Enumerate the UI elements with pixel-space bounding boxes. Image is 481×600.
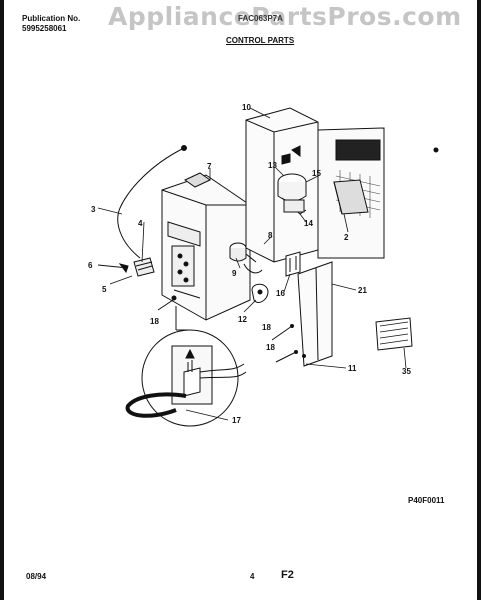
footer-date: 08/94	[26, 572, 47, 581]
callout-7: 7	[207, 162, 212, 171]
publication-block: Publication No. 5995258061	[22, 14, 80, 34]
detail-inset	[125, 306, 247, 427]
publication-number: 5995258061	[22, 24, 67, 33]
watermark: AppliancePartsPros.com	[108, 2, 462, 31]
callout-18c: 18	[266, 343, 275, 352]
callout-18a: 18	[150, 317, 159, 326]
callout-16: 16	[276, 289, 285, 298]
cam-part	[251, 283, 269, 303]
footer-code: F2	[281, 569, 294, 581]
section-title: CONTROL PARTS	[226, 36, 295, 45]
callout-2: 2	[344, 233, 349, 242]
right-border	[477, 0, 481, 600]
callout-15: 15	[312, 169, 321, 178]
callout-17: 17	[232, 416, 241, 425]
small-bracket	[285, 251, 301, 277]
callout-11: 11	[348, 364, 357, 373]
model-number: FAC063P7A	[238, 14, 283, 23]
callout-4: 4	[138, 219, 143, 228]
callout-18b: 18	[262, 323, 271, 332]
screws	[157, 295, 298, 363]
callout-6: 6	[88, 261, 93, 270]
figure-code: P40F0011	[408, 496, 445, 505]
terminal-clamp	[97, 257, 155, 277]
callout-13: 13	[268, 161, 277, 170]
capillary-tube	[117, 145, 187, 259]
callout-21: 21	[358, 286, 367, 295]
control-box-housing	[161, 172, 251, 321]
front-panel	[245, 107, 385, 263]
callout-3: 3	[91, 205, 96, 214]
sensor-bracket	[333, 179, 369, 215]
footer-page-number: 4	[250, 572, 255, 581]
rotary-switch	[229, 242, 263, 274]
side-cover	[297, 261, 333, 367]
callout-10: 10	[242, 103, 251, 112]
callout-8: 8	[268, 231, 273, 240]
callout-35: 35	[402, 367, 411, 376]
left-border	[0, 0, 4, 600]
grille-insert	[375, 317, 413, 351]
callout-12: 12	[238, 315, 247, 324]
thermostat-switch	[277, 173, 307, 215]
callout-5: 5	[102, 285, 107, 294]
publication-label: Publication No.	[22, 14, 81, 23]
callout-9: 9	[232, 269, 237, 278]
callout-14: 14	[304, 219, 313, 228]
